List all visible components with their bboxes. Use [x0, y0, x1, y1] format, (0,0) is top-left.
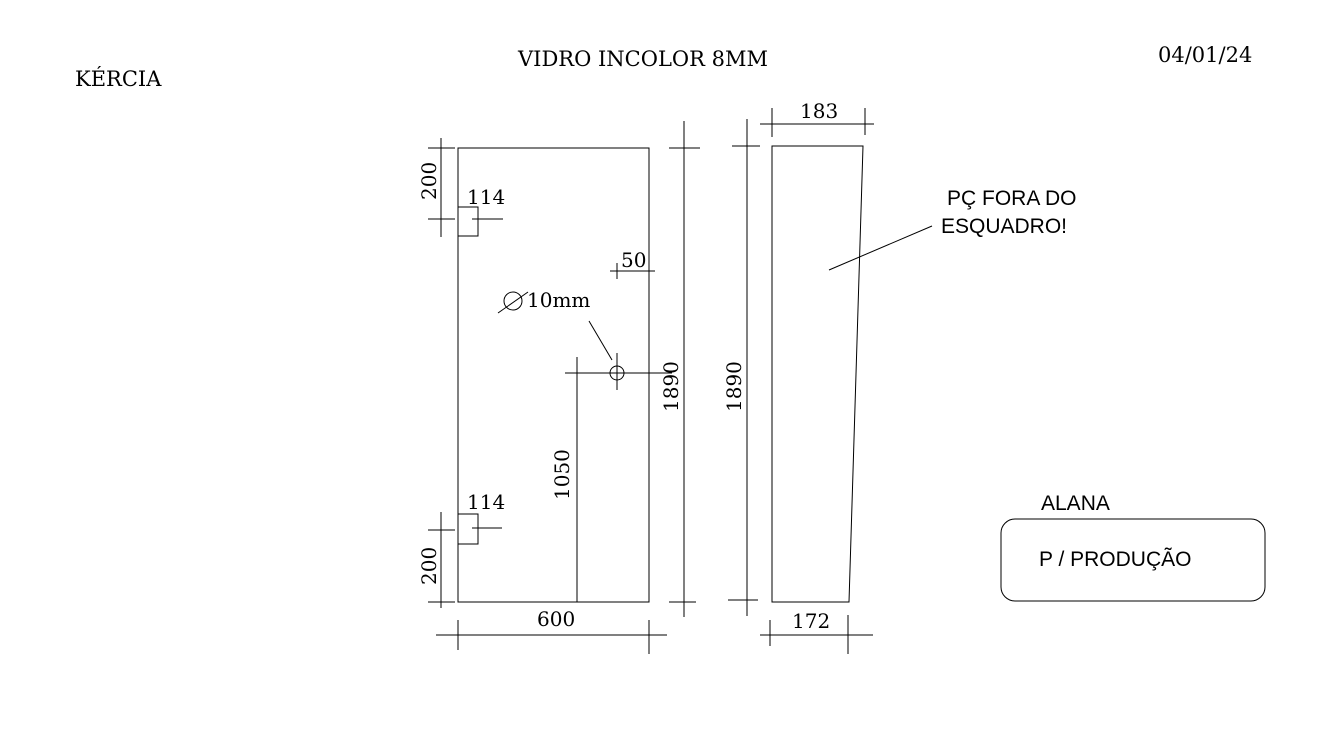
author-name: ALANA — [1041, 492, 1110, 515]
left-width-label: 600 — [537, 607, 575, 631]
top-hinge-cutout — [458, 206, 479, 237]
note-line-2: ESQUADRO! — [941, 215, 1067, 238]
left-piece-outline — [457, 147, 650, 603]
material-title: VIDRO INCOLOR 8MM — [517, 47, 768, 71]
left-piece: 114 114 200 200 1050 50 10mm 1 — [417, 121, 700, 654]
edge-offset-label: 50 — [621, 248, 646, 272]
hole-leader-line — [588, 320, 613, 361]
right-piece-outline — [771, 145, 864, 603]
bottom-hinge-cutout — [458, 513, 479, 545]
top-hinge-width-label: 114 — [467, 185, 505, 209]
hole-diameter-label: 10mm — [527, 288, 590, 312]
top-offset-label: 200 — [417, 162, 441, 200]
client-name: KÉRCIA — [75, 67, 162, 91]
date-label: 04/01/24 — [1158, 43, 1252, 67]
bottom-offset-label: 200 — [417, 547, 441, 585]
hole-height-label: 1050 — [550, 449, 574, 500]
diameter-symbol-slash — [497, 291, 529, 314]
note-line-1: PÇ FORA DO — [947, 187, 1077, 210]
bottom-width-label: 172 — [792, 609, 830, 633]
bottom-hinge-width-label: 114 — [467, 490, 505, 514]
top-width-label: 183 — [800, 99, 838, 123]
production-stamp-box — [1000, 518, 1266, 602]
left-height-label: 1890 — [659, 361, 683, 412]
production-stamp-label: P / PRODUÇÃO — [1039, 547, 1191, 571]
right-piece: 1890 183 172 PÇ FORA DO ESQUADRO! — [722, 99, 1077, 654]
diameter-symbol-circle — [503, 291, 523, 311]
right-height-label: 1890 — [722, 361, 746, 412]
note-leader-line — [828, 225, 933, 271]
